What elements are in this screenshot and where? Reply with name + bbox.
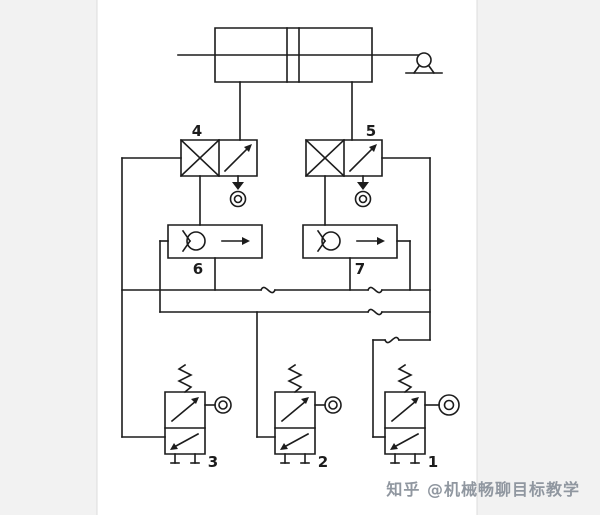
component-labels: 4 5 6 7 3 2 1 [192,122,438,471]
spring-return-valve-2-icon [275,365,341,463]
valve-2-label: 2 [318,453,328,471]
page-border-lines [97,0,477,515]
valve-4-label: 4 [192,122,202,140]
cylinder-port-lines [240,82,352,140]
roller-support-icon [406,53,442,73]
valve-7-label: 7 [355,260,365,278]
one-way-valve-6-icon [160,225,262,312]
valve-3-label: 3 [208,453,218,471]
left-page-margin [0,0,97,515]
manifold-lines [122,287,430,437]
schematic [122,28,459,463]
directional-valve-4-icon [181,140,257,207]
spring-return-valve-1-icon [385,365,459,463]
zhihu-watermark: 知乎 @机械畅聊目标教学 [386,480,580,499]
one-way-valve-7-icon [303,225,410,290]
valve-drop-lines [200,176,325,225]
right-page-margin [477,0,600,515]
valve-1-label: 1 [428,453,438,471]
spring-return-valve-3-icon [165,365,231,463]
double-acting-cylinder-icon [178,28,418,82]
pilot-lines [122,158,430,437]
valve-5-label: 5 [366,122,376,140]
valve-6-label: 6 [193,260,203,278]
